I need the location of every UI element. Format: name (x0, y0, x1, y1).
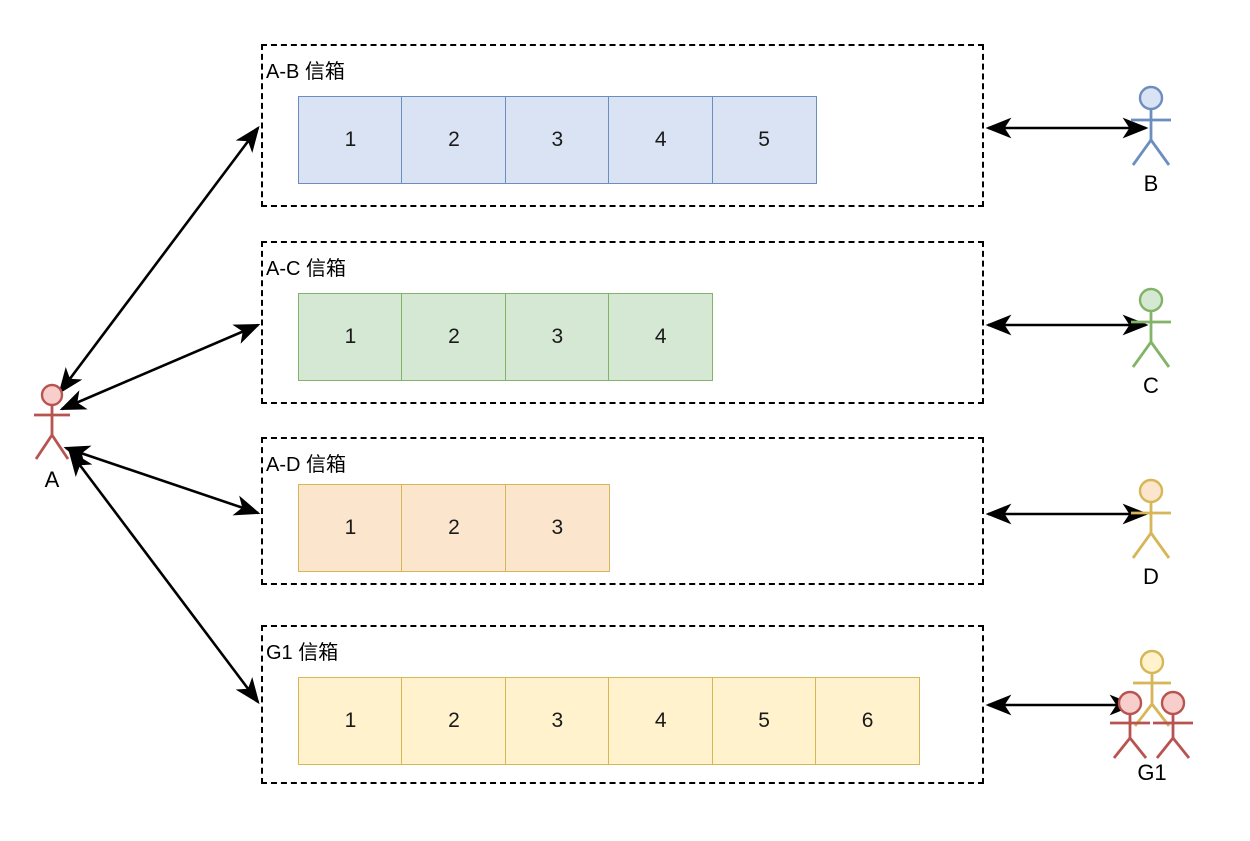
mailbox-ab-frame (261, 44, 984, 207)
stick-figure-icon (1131, 287, 1171, 368)
slot[interactable]: 1 (298, 96, 403, 184)
slot[interactable]: 3 (504, 484, 610, 572)
actor-d[interactable]: D (1122, 478, 1180, 590)
arrow-a-to-ac (59, 323, 261, 411)
mailbox-ac[interactable]: A-C 信箱 1 2 3 4 (261, 241, 984, 404)
stick-figure-group-icon (1110, 649, 1193, 759)
slot[interactable]: 3 (504, 677, 610, 765)
mailbox-g1-title: G1 信箱 (266, 642, 339, 664)
slot[interactable]: 4 (608, 293, 714, 381)
actor-a[interactable]: A (28, 383, 76, 493)
actor-b[interactable]: B (1122, 85, 1180, 197)
actor-c-label: C (1143, 373, 1159, 398)
slot[interactable]: 3 (504, 96, 610, 184)
mailbox-ad-title: A-D 信箱 (266, 454, 346, 476)
slot[interactable]: 2 (401, 484, 507, 572)
mailbox-ac-frame (261, 241, 984, 404)
mailbox-g1[interactable]: G1 信箱 1 2 3 4 5 6 (261, 625, 984, 784)
actor-g1-label: G1 (1137, 760, 1167, 785)
slot[interactable]: 6 (815, 677, 921, 765)
arrow-a-to-g1 (68, 449, 260, 705)
arrow-a-to-ad (63, 445, 261, 516)
stick-figure-icon (34, 383, 70, 460)
slot[interactable]: 2 (401, 677, 507, 765)
mailbox-ac-title: A-C 信箱 (266, 258, 346, 280)
mailbox-ab-title: A-B 信箱 (266, 61, 345, 83)
stick-figure-icon (1131, 85, 1171, 166)
mailbox-g1-frame (261, 625, 984, 784)
slot[interactable]: 5 (711, 677, 817, 765)
stick-figure-icon (1131, 478, 1171, 559)
slot[interactable]: 4 (608, 677, 714, 765)
mailbox-ab-slots: 1 2 3 4 5 (298, 96, 817, 184)
slot[interactable]: 3 (504, 293, 610, 381)
slot[interactable]: 4 (608, 96, 714, 184)
actor-b-label: B (1143, 171, 1159, 196)
actor-c[interactable]: C (1122, 287, 1180, 399)
mailbox-ad-slots: 1 2 3 (298, 484, 610, 572)
slot[interactable]: 5 (711, 96, 817, 184)
mailbox-ac-slots: 1 2 3 4 (298, 293, 714, 381)
slot[interactable]: 2 (401, 293, 507, 381)
slot[interactable]: 1 (298, 677, 403, 765)
mailbox-ad-frame (261, 437, 984, 585)
group-member-right (1153, 690, 1193, 759)
mailbox-ad[interactable]: A-D 信箱 1 2 3 (261, 437, 984, 585)
group-member-left (1110, 690, 1150, 759)
slot[interactable]: 1 (298, 484, 403, 572)
mailbox-g1-slots: 1 2 3 4 5 6 (298, 677, 921, 765)
actor-d-label: D (1143, 564, 1159, 589)
mailbox-ab[interactable]: A-B 信箱 1 2 3 4 5 (261, 44, 984, 207)
arrow-a-to-ab (58, 125, 260, 395)
actor-g1-group[interactable]: G1 (1100, 648, 1204, 788)
slot[interactable]: 1 (298, 293, 403, 381)
group-member-back (1133, 649, 1171, 727)
actor-a-label: A (44, 467, 60, 492)
slot[interactable]: 2 (401, 96, 507, 184)
